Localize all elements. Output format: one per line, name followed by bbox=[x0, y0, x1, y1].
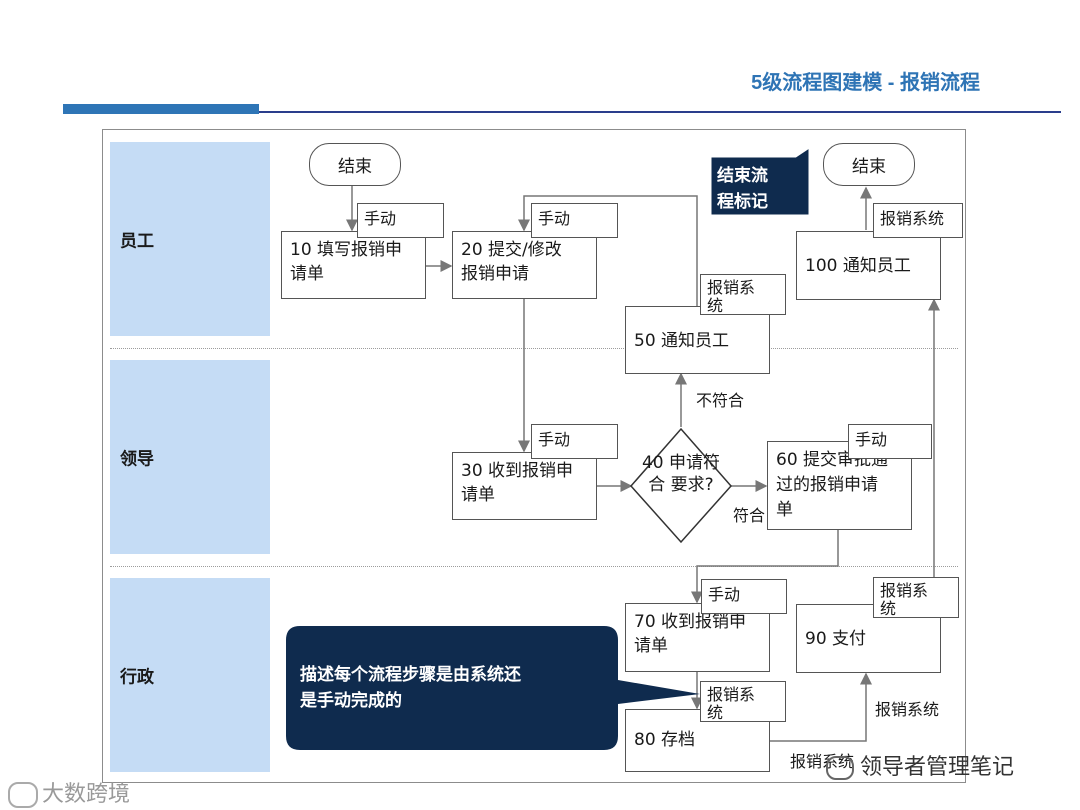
tag-10-manual: 手动 bbox=[357, 203, 444, 238]
lane-label-admin: 行政 bbox=[120, 667, 154, 688]
tag-80-system: 报销系 统 bbox=[700, 681, 786, 722]
diagram-frame bbox=[102, 129, 966, 783]
terminal-end-start: 结束 bbox=[309, 143, 401, 186]
step-20-submit: 20 提交/修改 报销申请 bbox=[452, 231, 597, 299]
header-rule bbox=[259, 111, 1061, 113]
lane-separator bbox=[110, 348, 958, 349]
tag-50-system: 报销系 统 bbox=[700, 274, 786, 315]
tag-100-system: 报销系统 bbox=[873, 203, 963, 238]
lane-separator bbox=[110, 566, 958, 567]
header-accent-bar bbox=[63, 104, 259, 114]
tag-20-manual: 手动 bbox=[531, 203, 618, 238]
lane-employee: 员工 bbox=[110, 142, 270, 336]
lane-admin: 行政 bbox=[110, 578, 270, 772]
edge-50-to-20 bbox=[518, 195, 698, 306]
decision-diamond bbox=[629, 427, 733, 544]
edge-60-to-70 bbox=[691, 530, 839, 604]
step-50-notify: 50 通知员工 bbox=[625, 306, 770, 374]
tag-70-manual: 手动 bbox=[701, 579, 787, 614]
lane-label-leader: 领导 bbox=[120, 449, 154, 470]
wechat-icon bbox=[826, 756, 854, 780]
edge-80-to-90 bbox=[770, 672, 872, 742]
edge-label-no: 不符合 bbox=[696, 391, 745, 410]
step-100-notify: 100 通知员工 bbox=[796, 231, 941, 300]
watermark-left-text: 大数跨境 bbox=[42, 782, 131, 807]
callout-end-mark: 结束流 程标记 bbox=[717, 166, 768, 212]
watermark-right-text: 领导者管理笔记 bbox=[860, 755, 1015, 780]
tag-90-system: 报销系 统 bbox=[873, 577, 959, 618]
tag-30-manual: 手动 bbox=[531, 424, 618, 459]
step-10-fill-form: 10 填写报销申 请单 bbox=[281, 231, 426, 299]
step-30-receive: 30 收到报销申 请单 bbox=[452, 452, 597, 520]
step-70-receive: 70 收到报销申 请单 bbox=[625, 603, 770, 672]
edge-label-system: 报销系统 bbox=[875, 700, 940, 719]
lane-leader: 领导 bbox=[110, 360, 270, 554]
page-title: 5级流程图建模 - 报销流程 bbox=[751, 72, 980, 94]
step-40-decision: 40 申请符合 要求? bbox=[641, 453, 721, 495]
lane-label-employee: 员工 bbox=[120, 231, 154, 252]
callout-end-mark-shape bbox=[711, 149, 809, 215]
edge-label-yes: 符合 bbox=[733, 506, 766, 525]
tag-60-manual: 手动 bbox=[848, 424, 932, 459]
callout-describe-shape bbox=[286, 626, 700, 750]
callout-describe: 描述每个流程步骤是由系统还 是手动完成的 bbox=[300, 665, 521, 711]
terminal-end: 结束 bbox=[823, 143, 915, 186]
watermark-right: 领导者管理笔记 bbox=[826, 749, 1014, 781]
watermark-left: 大数跨境 bbox=[8, 776, 130, 808]
watermark-logo-icon bbox=[8, 782, 38, 808]
